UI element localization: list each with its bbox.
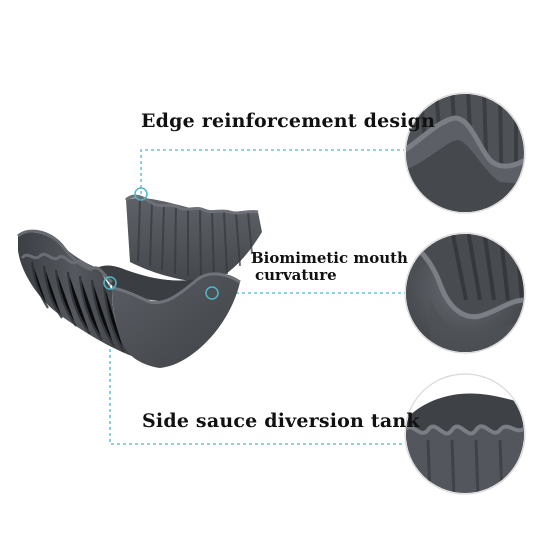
edge-reinforcement-label: Edge reinforcement design [141, 110, 436, 132]
silicone-holder-icon [17, 194, 262, 368]
hotspot-markers [103, 187, 219, 300]
edge-leader-line [140, 149, 404, 194]
biomimetic-mouth-label: Biomimetic mouth curvature [251, 250, 408, 284]
leader-lines [109, 149, 405, 445]
zoom-circle-curve-icon [404, 232, 526, 354]
biomimetic-mouth-line2: curvature [255, 266, 337, 284]
side-sauce-diversion-label: Side sauce diversion tank [142, 410, 420, 432]
side-leader-line [109, 283, 404, 445]
side-hotspot-icon [103, 276, 117, 290]
zoom-circle-wave-icon [404, 373, 526, 495]
mouth-hotspot-icon [205, 286, 219, 300]
zoom-circle-ridges-icon [404, 92, 526, 214]
edge-hotspot-icon [134, 187, 148, 201]
biomimetic-mouth-line1: Biomimetic mouth [251, 249, 408, 267]
